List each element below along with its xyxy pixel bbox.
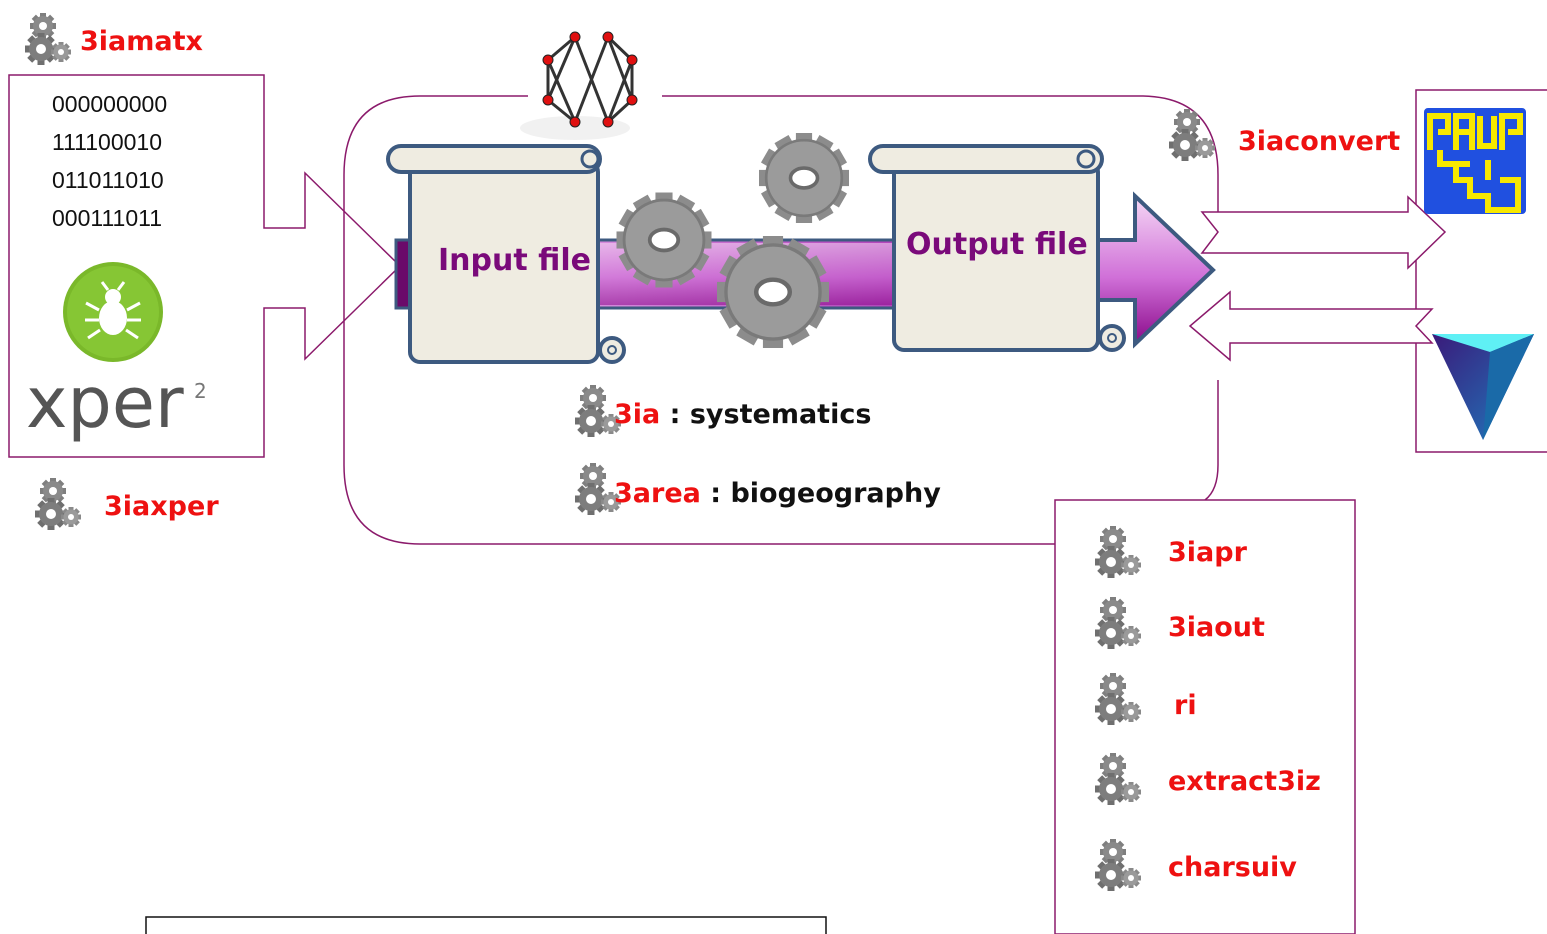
tool-extract3iz[interactable]: extract3iz (1168, 766, 1321, 797)
tool-3area-name[interactable]: 3area (614, 478, 701, 509)
gear-icon (757, 131, 851, 225)
treeview-logo (1432, 334, 1534, 440)
output-file-scroll (868, 144, 1126, 352)
matrix-row: 000111011 (52, 205, 162, 231)
tool-3ia-desc: : systematics (660, 399, 871, 430)
tool-3iapr[interactable]: 3iapr (1168, 537, 1248, 568)
paup-logo (1424, 108, 1526, 214)
output-file-label: Output file (906, 227, 1088, 262)
tool-3area-desc: : biogeography (701, 478, 941, 509)
xper-logo-sup: 2 (194, 379, 207, 403)
tool-ri[interactable]: ri (1174, 690, 1197, 721)
gear-cluster-icon (25, 13, 71, 65)
gear-cluster-icon (35, 478, 81, 530)
matrix-row: 111100010 (52, 129, 162, 155)
tool-3iaconvert[interactable]: 3iaconvert (1238, 126, 1400, 157)
tool-3ia[interactable]: 3ia : systematics (614, 399, 871, 430)
export-arrow (1200, 195, 1447, 270)
processing-frame (343, 95, 1219, 545)
gear-cluster-icon (1169, 109, 1215, 161)
tool-3iamatx[interactable]: 3iamatx (80, 26, 203, 57)
import-arrow (1188, 290, 1434, 362)
matrix-row: 000000000 (52, 91, 167, 117)
tool-3iaxper[interactable]: 3iaxper (104, 491, 219, 522)
empty-caption-box (145, 916, 827, 934)
tool-3ia-name[interactable]: 3ia (614, 399, 660, 430)
tool-3iaout[interactable]: 3iaout (1168, 612, 1265, 643)
bug-icon (63, 262, 163, 362)
input-file-label: Input file (438, 243, 591, 278)
tool-charsuiv[interactable]: charsuiv (1168, 852, 1297, 883)
matrix-row: 011011010 (52, 167, 164, 193)
network-graph-icon (520, 31, 638, 140)
xper-logo-text: xper (26, 362, 184, 444)
input-file-scroll (386, 144, 626, 364)
tool-3area[interactable]: 3area : biogeography (614, 478, 941, 509)
